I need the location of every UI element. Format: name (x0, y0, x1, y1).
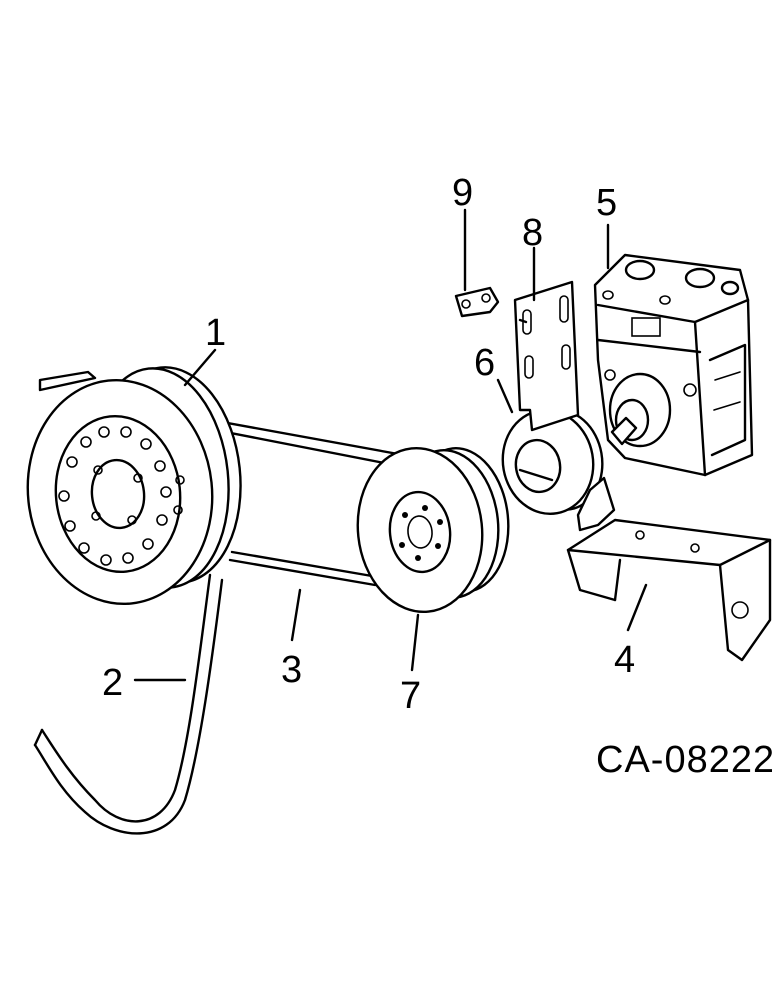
callout-7: 7 (400, 675, 421, 717)
callout-5: 5 (596, 182, 617, 224)
callout-4: 4 (614, 639, 635, 681)
callout-numbers: 1 2 3 4 5 6 7 8 9 (102, 172, 635, 717)
mounting-bracket-8 (513, 280, 616, 532)
leader-lines (133, 208, 648, 682)
compressor (593, 253, 754, 477)
callout-8: 8 (522, 212, 543, 254)
clutch-pulley (501, 408, 604, 516)
drive-belt-3 (198, 416, 422, 587)
support-bracket-4 (566, 518, 772, 662)
callout-6: 6 (474, 342, 495, 384)
callout-9: 9 (452, 172, 473, 214)
callout-1: 1 (205, 312, 226, 354)
callout-2: 2 (102, 662, 123, 704)
crankshaft-pulley (26, 366, 242, 606)
bolt-holes (58, 426, 185, 566)
reference-code: CA-08222 (596, 739, 772, 781)
drive-belt-2 (33, 370, 224, 835)
callout-3: 3 (281, 649, 302, 691)
idler-pulley (356, 446, 510, 614)
clip-9 (454, 286, 500, 318)
